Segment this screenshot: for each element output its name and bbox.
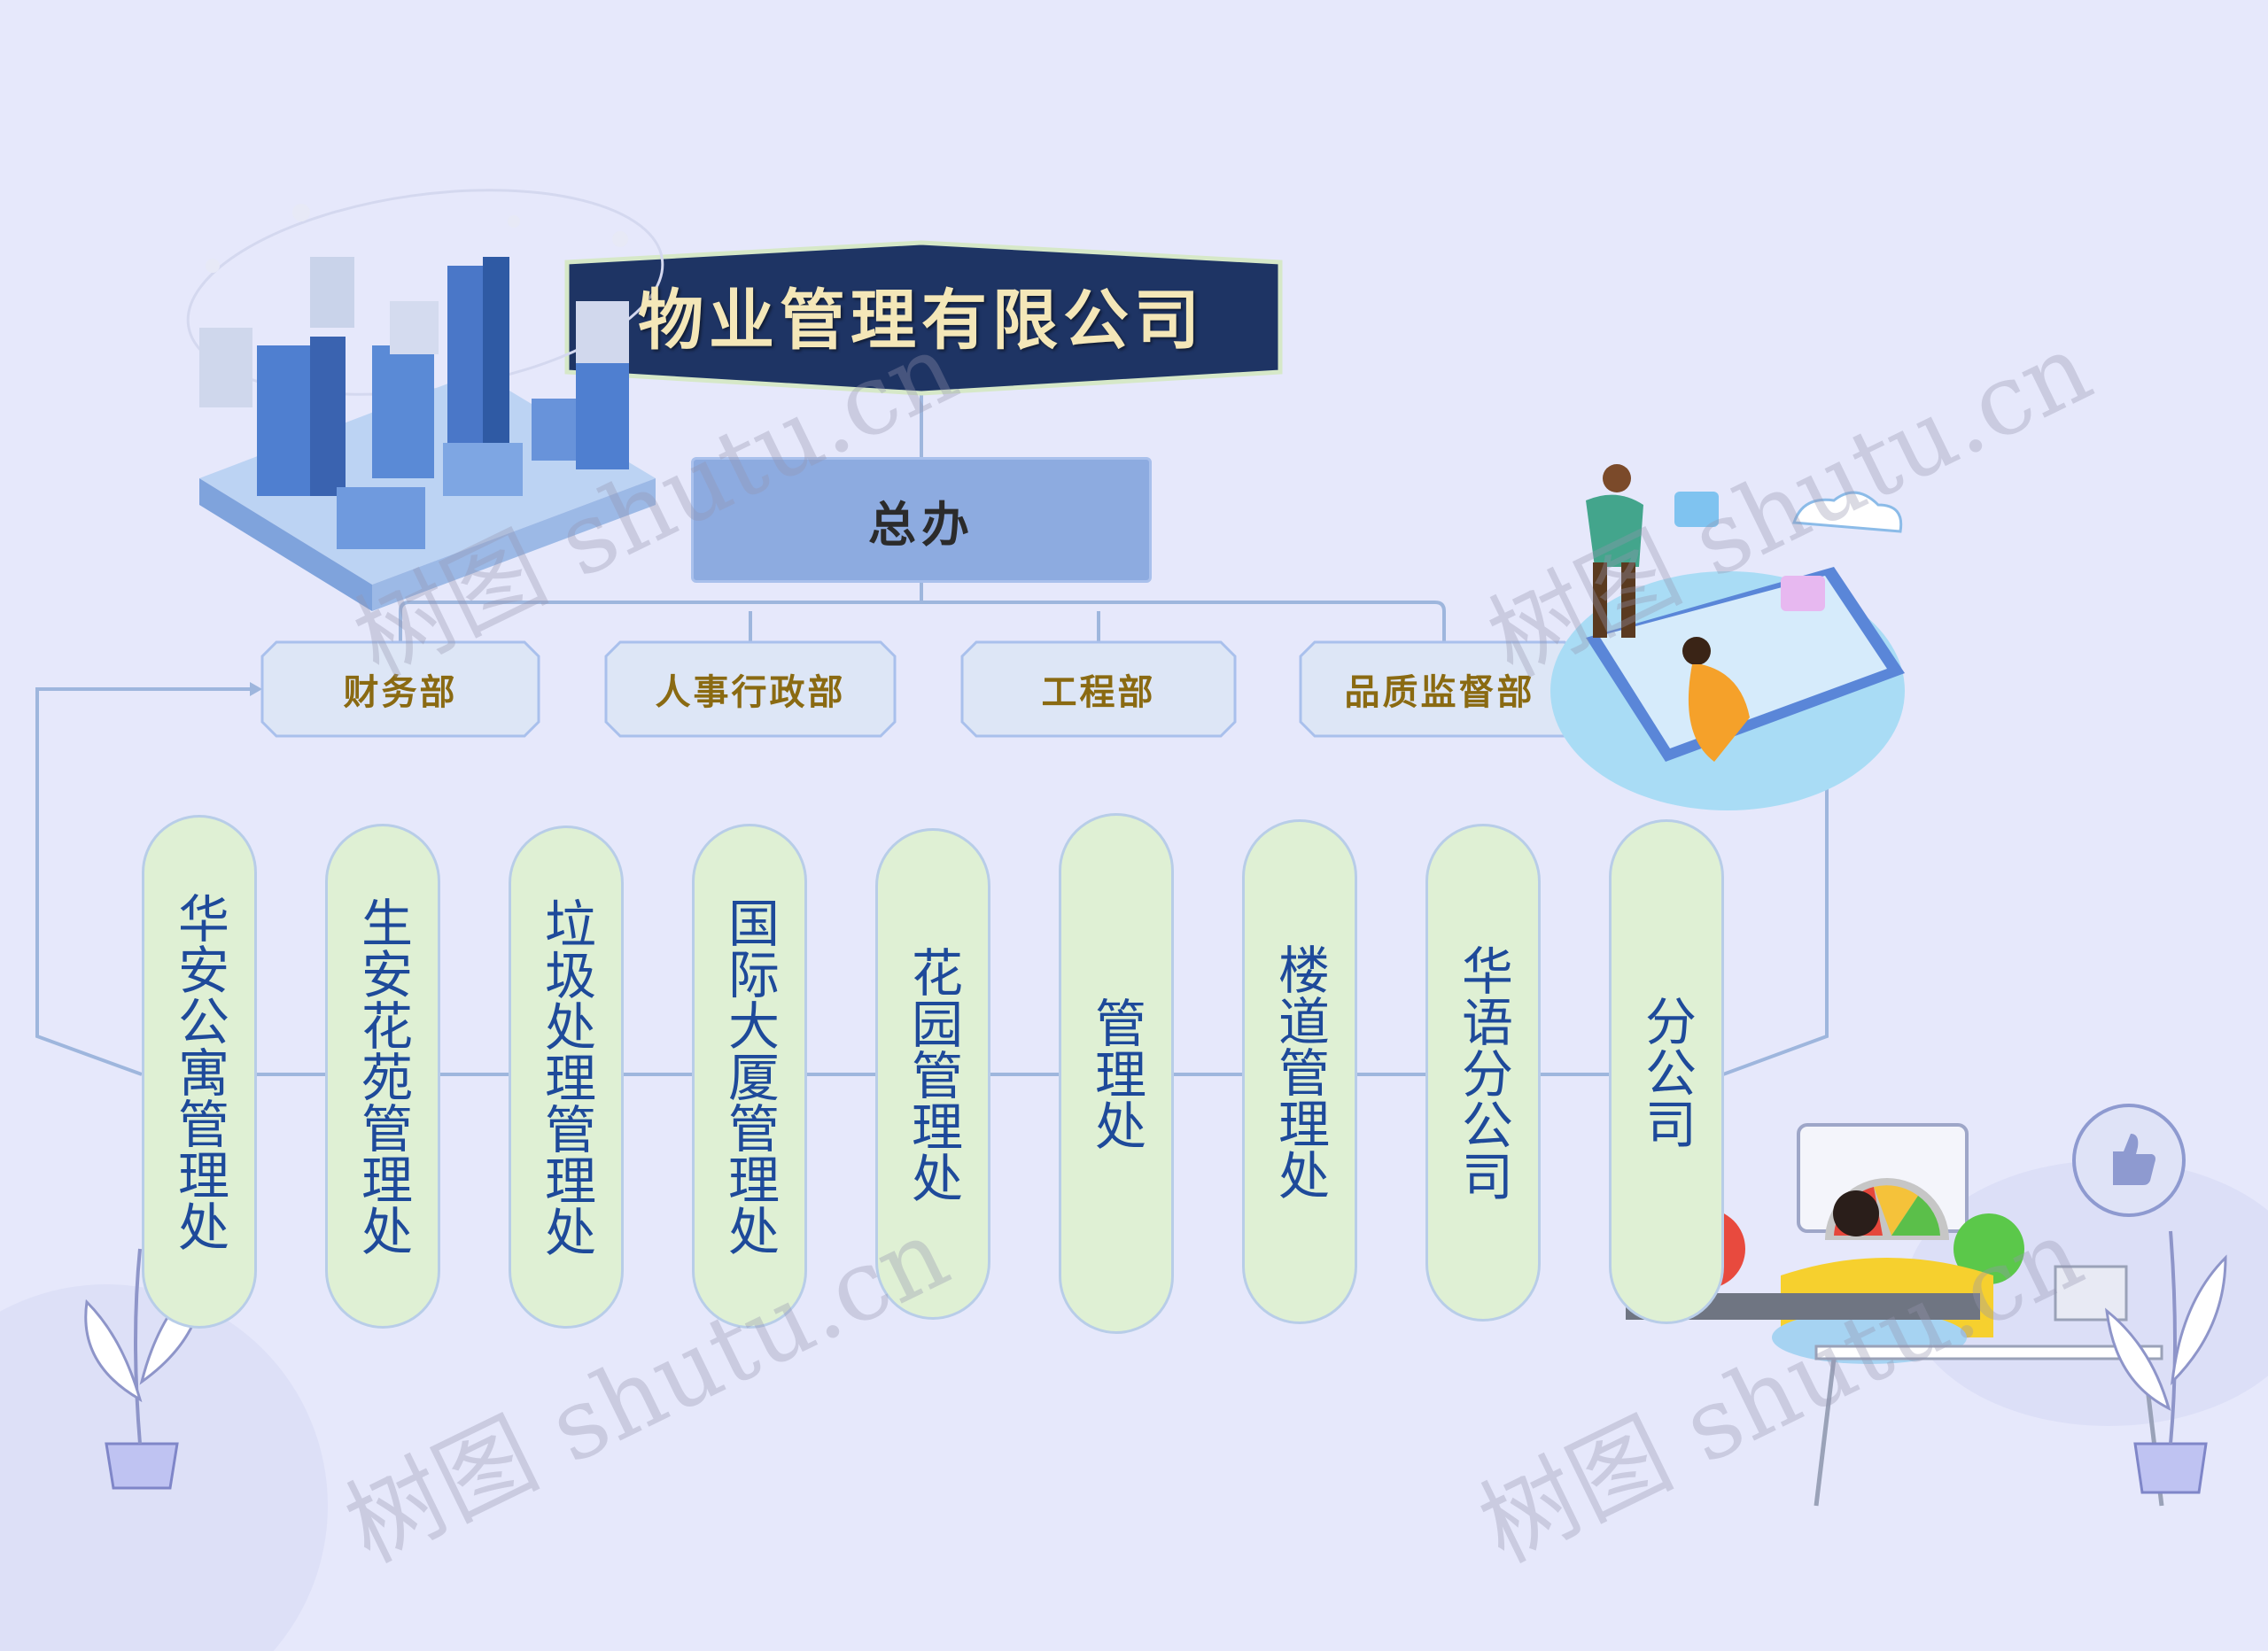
unit-node: 生安花苑管理处 bbox=[325, 824, 440, 1329]
arrow-head-icon bbox=[250, 682, 262, 696]
root-node: 物业管理有限公司 bbox=[563, 244, 1280, 385]
department-label: 财务部 bbox=[343, 671, 458, 713]
department-node-engineering: 工程部 bbox=[962, 642, 1235, 736]
city-buildings-illustration bbox=[186, 189, 664, 611]
department-shapes bbox=[260, 640, 1581, 738]
desk-person-feedback-illustration bbox=[1626, 1104, 2186, 1507]
department-label: 品质监督部 bbox=[1344, 671, 1535, 713]
department-node-quality: 品质监督部 bbox=[1301, 642, 1579, 736]
unit-label: 楼道管理处 bbox=[1270, 943, 1330, 1200]
unit-node: 垃圾处理管理处 bbox=[509, 826, 624, 1329]
unit-label: 华语分公司 bbox=[1453, 944, 1513, 1201]
department-node-hr-admin: 人事行政部 bbox=[606, 642, 895, 736]
unit-node: 国际大厦管理处 bbox=[692, 824, 807, 1329]
unit-label: 国际大厦管理处 bbox=[719, 896, 780, 1256]
office-node: 总办 bbox=[691, 457, 1152, 583]
department-label: 人事行政部 bbox=[655, 671, 846, 713]
department-label: 工程部 bbox=[1041, 671, 1156, 713]
people-tablet-illustration bbox=[1550, 464, 1905, 810]
unit-node: 华语分公司 bbox=[1425, 824, 1541, 1322]
unit-node: 楼道管理处 bbox=[1242, 819, 1357, 1324]
unit-node: 华安公寓管理处 bbox=[142, 815, 257, 1329]
unit-label: 花园管理处 bbox=[903, 945, 963, 1203]
unit-label: 管理处 bbox=[1086, 996, 1146, 1151]
unit-node: 花园管理处 bbox=[875, 828, 990, 1320]
unit-node: 管理处 bbox=[1059, 813, 1174, 1334]
unit-label: 华安公寓管理处 bbox=[169, 892, 229, 1252]
root-node-shape bbox=[564, 240, 1283, 396]
unit-node: 分公司 bbox=[1609, 819, 1724, 1324]
unit-label: 垃圾处理管理处 bbox=[536, 897, 596, 1257]
unit-label: 生安花苑管理处 bbox=[353, 896, 413, 1256]
office-node-label: 总办 bbox=[868, 495, 975, 553]
potted-plant-illustration bbox=[84, 1230, 2227, 1494]
root-node-label: 物业管理有限公司 bbox=[638, 282, 1205, 359]
unit-label: 分公司 bbox=[1636, 995, 1697, 1149]
department-node-finance: 财务部 bbox=[262, 642, 539, 736]
